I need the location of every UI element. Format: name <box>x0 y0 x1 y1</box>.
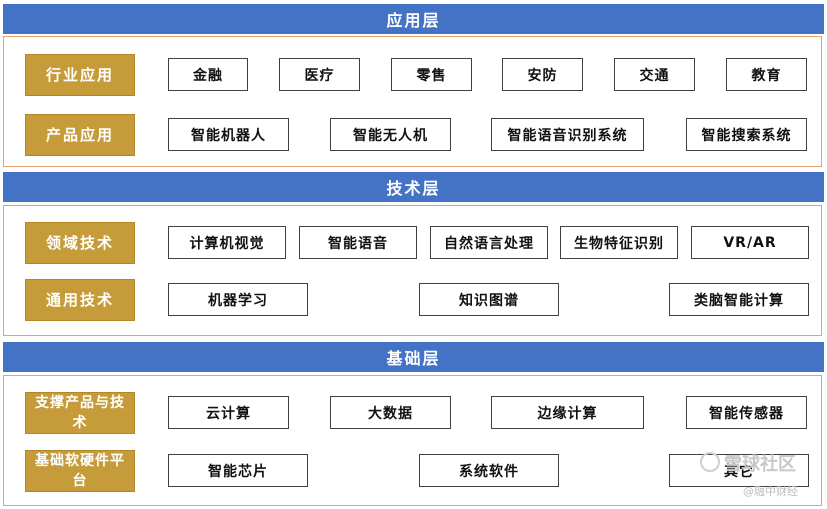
item-box: 自然语言处理 <box>430 226 548 259</box>
row-label-supporting-products: 支撑产品与技术 <box>25 392 135 434</box>
layer-banner-foundation: 基础层 <box>3 342 824 372</box>
row-label-industry-application: 行业应用 <box>25 54 135 96</box>
item-box: 教育 <box>726 58 807 91</box>
item-box: 智能传感器 <box>686 396 807 429</box>
row-label-general-technology: 通用技术 <box>25 279 135 321</box>
item-box: 金融 <box>168 58 248 91</box>
item-box: 系统软件 <box>419 454 559 487</box>
row-label-product-application: 产品应用 <box>25 114 135 156</box>
watermark-text: 雪球社区 <box>724 454 796 475</box>
item-box: 智能语音识别系统 <box>491 118 644 151</box>
watermark-sub: @融中财经 <box>743 485 798 498</box>
item-box: 智能机器人 <box>168 118 289 151</box>
row-label-domain-technology: 领域技术 <box>25 222 135 264</box>
item-box: 智能无人机 <box>330 118 451 151</box>
item-box: VR/AR <box>691 226 809 259</box>
item-box: 机器学习 <box>168 283 308 316</box>
layer-banner-application: 应用层 <box>3 4 824 34</box>
watermark-logo: 雪球社区 <box>700 450 796 476</box>
item-box: 大数据 <box>330 396 451 429</box>
item-box: 智能语音 <box>299 226 417 259</box>
item-box: 生物特征识别 <box>560 226 678 259</box>
snowball-icon <box>700 452 720 472</box>
item-box: 智能搜索系统 <box>686 118 807 151</box>
item-box: 边缘计算 <box>491 396 644 429</box>
item-box: 零售 <box>391 58 472 91</box>
item-box: 云计算 <box>168 396 289 429</box>
item-box: 交通 <box>614 58 695 91</box>
item-box: 知识图谱 <box>419 283 559 316</box>
item-box: 类脑智能计算 <box>669 283 809 316</box>
item-box: 其它 <box>669 454 809 487</box>
item-box: 安防 <box>502 58 583 91</box>
layer-banner-technology: 技术层 <box>3 172 824 202</box>
row-label-basic-platform: 基础软硬件平台 <box>25 450 135 492</box>
item-box: 智能芯片 <box>168 454 308 487</box>
item-box: 计算机视觉 <box>168 226 286 259</box>
item-box: 医疗 <box>279 58 360 91</box>
